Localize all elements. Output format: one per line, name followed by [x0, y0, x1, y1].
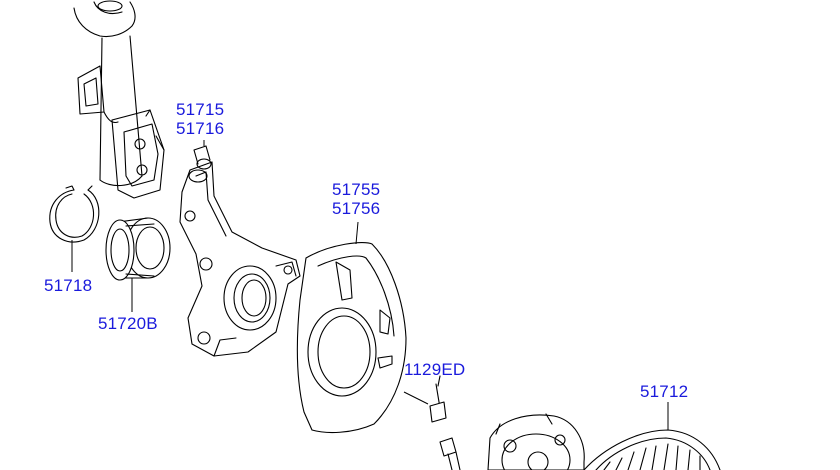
label-dust-cover: 51755 51756 [332, 180, 380, 218]
label-51718: 51718 [44, 276, 93, 295]
hub-drawing [439, 413, 585, 470]
bearing-drawing [105, 217, 171, 312]
label-51715: 51715 [176, 100, 225, 119]
label-1129ED: 1129ED [404, 360, 466, 379]
label-bearing: 51720B [98, 314, 158, 333]
label-51756: 51756 [332, 199, 381, 218]
dust-cover-drawing [296, 221, 407, 433]
label-snap-ring: 51718 [44, 276, 92, 295]
label-bolt: 1129ED [404, 360, 465, 379]
label-51716: 51716 [176, 119, 225, 138]
knuckle-drawing [179, 140, 301, 357]
label-51720B: 51720B [98, 314, 158, 333]
label-knuckle: 51715 51716 [176, 100, 224, 138]
snap-ring-drawing [49, 185, 100, 272]
label-disc: 51712 [640, 382, 688, 401]
strut-assembly [73, 0, 165, 199]
label-51755: 51755 [332, 180, 381, 199]
bolt-drawing [403, 375, 447, 423]
brake-disc-drawing [583, 402, 721, 470]
label-51712: 51712 [640, 382, 689, 401]
